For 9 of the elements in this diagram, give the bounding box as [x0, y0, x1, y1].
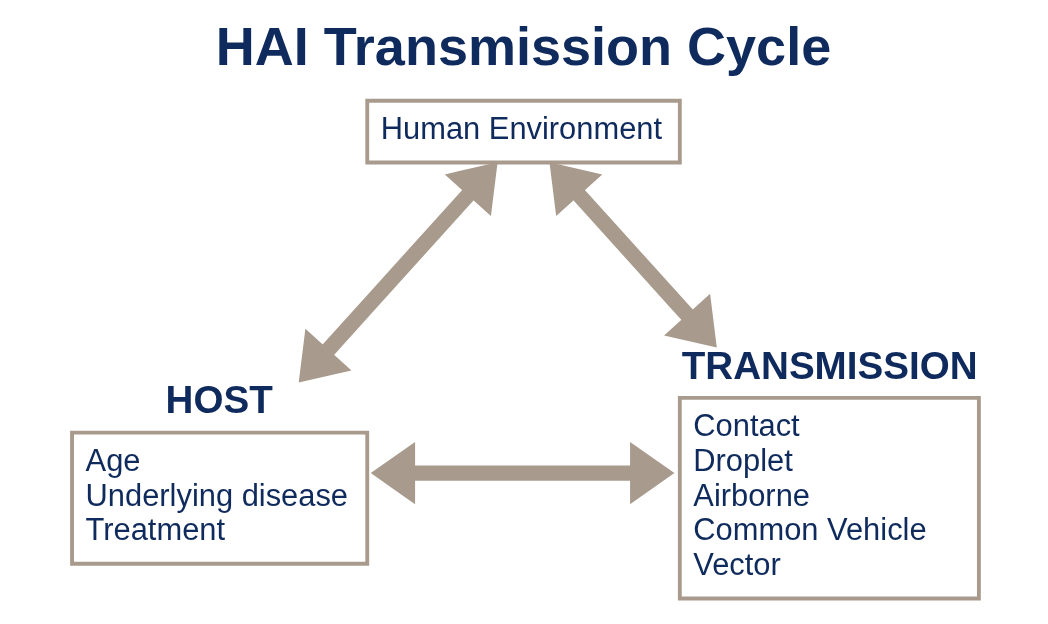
node-box: Human Environment	[364, 98, 682, 165]
arrow	[548, 162, 717, 348]
arrow	[370, 442, 674, 505]
node-label: TRANSMISSION	[681, 343, 978, 387]
node-label: HOST	[165, 378, 273, 422]
arrow	[298, 162, 498, 383]
diagram-title: HAI Transmission Cycle	[215, 15, 831, 76]
node-box: Contact Droplet Airborne Common Vehicle Vector	[677, 395, 981, 601]
node-box: Age Underlying disease Treatment	[69, 430, 369, 566]
